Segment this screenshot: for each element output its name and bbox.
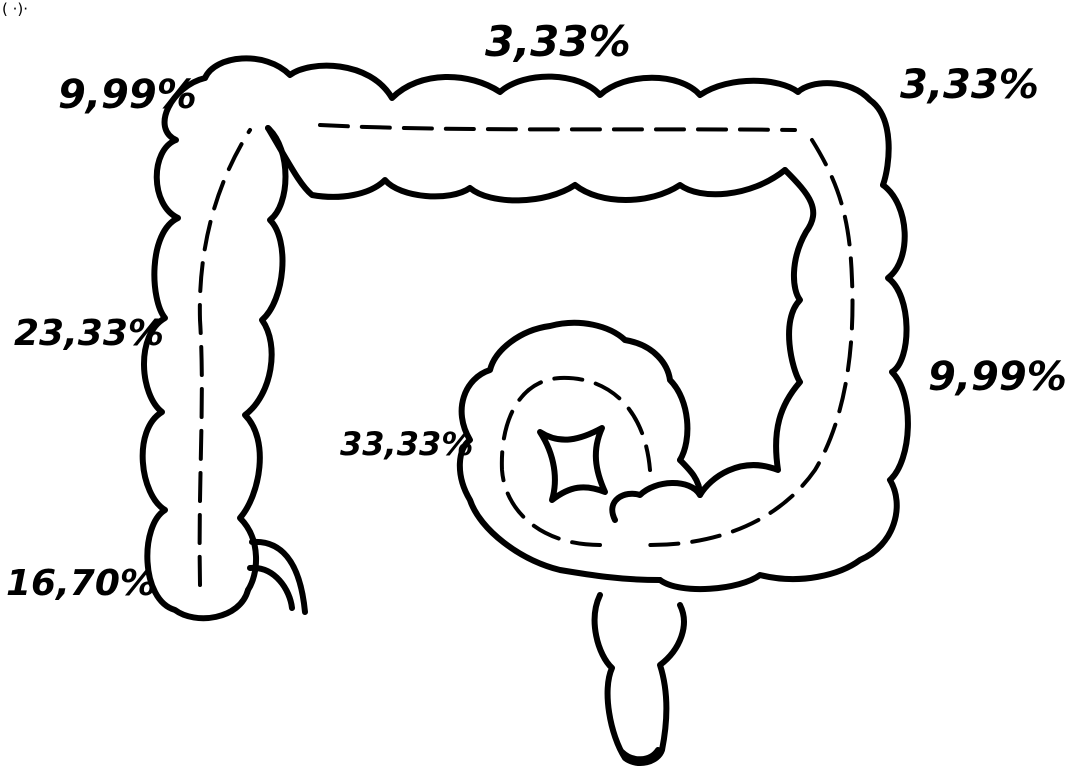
label-transverse-colon: 3,33% [485,17,631,66]
rectum [595,595,684,763]
transverse-colon-top-wall [205,58,889,185]
descending-colon-outer-wall [660,185,908,589]
label-descending-colon: 9,99% [928,354,1065,400]
transverse-centerline [320,125,795,130]
rectum-tip [622,750,658,759]
label-cecum: 16,70% [6,563,156,604]
label-sigmoid-colon: 33,33% [340,425,473,463]
label-ascending-colon: 23,33% [14,313,164,354]
colon-outline [143,58,908,763]
transverse-colon-bottom-wall [268,128,785,200]
sigmoid-lumen [540,428,605,500]
sigmoid-centerline [502,378,650,545]
label-hepatic-flexure: 9,99% [58,72,197,118]
sigmoid-junction-bulges [612,460,700,520]
label-splenic-flexure: 3,33% [900,62,1039,108]
descending-colon-inner-wall [700,170,813,495]
corner-scribble: ( ·)· [2,0,28,18]
ascending-colon-inner-wall [240,128,286,590]
colon-centerline [200,125,853,585]
